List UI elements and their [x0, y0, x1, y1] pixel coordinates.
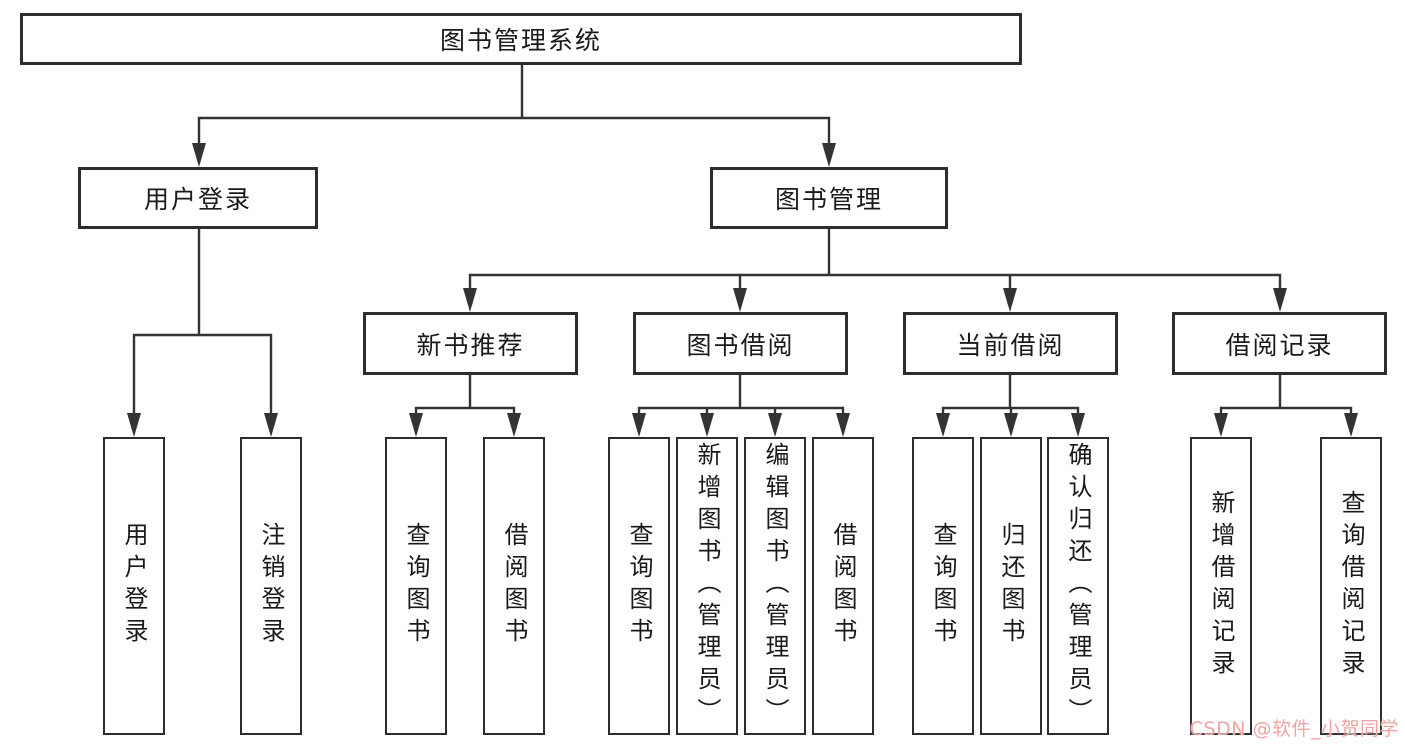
arrow-head: [1003, 288, 1017, 312]
node-library-management-system: 图书管理系统: [20, 13, 1022, 65]
arrow-head: [1214, 413, 1228, 437]
node-label: 用户登录: [120, 522, 148, 650]
node-new-book-recommendation: 新书推荐: [363, 312, 578, 375]
node-book-borrowing: 图书借阅: [633, 312, 848, 375]
node-label: 新书推荐: [416, 330, 525, 360]
leaf-user-login: 用户登录: [103, 437, 165, 735]
arrow-head: [733, 288, 747, 312]
arrow-head: [836, 413, 850, 437]
leaf-logout: 注销登录: [240, 437, 302, 735]
leaf-confirm-return-admin: 确认归还（管理员）: [1047, 437, 1109, 735]
leaf-add-books-admin: 新增图书（管理员）: [676, 437, 738, 735]
arrow-head: [936, 413, 950, 437]
node-label: 借阅记录: [1225, 330, 1334, 360]
connector-lines: [132, 62, 1353, 417]
arrow-head: [127, 413, 141, 437]
node-label: 查询图书: [929, 522, 957, 650]
arrow-head: [463, 288, 477, 312]
node-label: 归还图书: [997, 522, 1025, 650]
node-book-management: 图书管理: [710, 167, 948, 229]
node-label: 确认归还（管理员）: [1064, 442, 1092, 730]
node-label: 当前借阅: [956, 330, 1065, 360]
node-borrowing-records: 借阅记录: [1172, 312, 1387, 375]
arrow-head: [822, 143, 836, 167]
node-label: 查询借阅记录: [1337, 490, 1365, 682]
leaf-borrow-books-recommend: 借阅图书: [483, 437, 545, 735]
node-label: 注销登录: [257, 522, 285, 650]
arrow-head: [1273, 288, 1287, 312]
node-label: 查询图书: [402, 522, 430, 650]
watermark: CSDN @软件_小贺同学: [1189, 718, 1399, 740]
leaf-query-books-recommend: 查询图书: [385, 437, 447, 735]
leaf-query-borrow-record: 查询借阅记录: [1320, 437, 1382, 735]
arrow-head: [264, 413, 278, 437]
leaf-borrow-books: 借阅图书: [812, 437, 874, 735]
leaf-return-books: 归还图书: [980, 437, 1042, 735]
node-user-login-group: 用户登录: [78, 167, 318, 229]
node-label: 用户登录: [143, 185, 252, 214]
node-label: 图书借阅: [686, 330, 795, 360]
arrow-head: [409, 413, 423, 437]
arrow-head: [507, 413, 521, 437]
node-label: 借阅图书: [500, 522, 528, 650]
connector-arrowheads: [127, 143, 1358, 437]
node-label: 图书管理: [774, 185, 883, 214]
arrow-head: [700, 413, 714, 437]
node-current-borrowing: 当前借阅: [903, 312, 1118, 375]
arrow-head: [632, 413, 646, 437]
leaf-query-books-current: 查询图书: [912, 437, 974, 735]
arrow-head: [1344, 413, 1358, 437]
node-label: 编辑图书（管理员）: [761, 442, 789, 730]
arrow-head: [192, 143, 206, 167]
leaf-query-books-borrow: 查询图书: [608, 437, 670, 735]
arrow-head: [768, 413, 782, 437]
node-label: 新增图书（管理员）: [693, 442, 721, 730]
arrow-head: [1071, 413, 1085, 437]
arrow-head: [1004, 413, 1018, 437]
node-label: 借阅图书: [829, 522, 857, 650]
leaf-add-borrow-record: 新增借阅记录: [1190, 437, 1252, 735]
leaf-edit-books-admin: 编辑图书（管理员）: [744, 437, 806, 735]
node-label: 图书管理系统: [439, 26, 602, 55]
node-label: 查询图书: [625, 522, 653, 650]
node-label: 新增借阅记录: [1207, 490, 1235, 682]
